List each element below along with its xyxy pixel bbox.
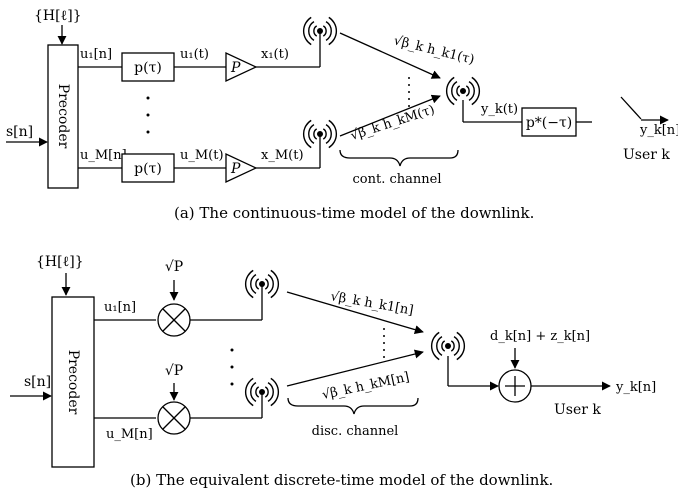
ykt-label: y_k(t) <box>480 102 518 117</box>
u1t-label-top: u₁(t) <box>180 47 209 62</box>
xMt-label: x_M(t) <box>261 148 304 163</box>
user-label-top: User k <box>623 147 670 163</box>
channel-brace-label-top: cont. channel <box>353 172 442 187</box>
noise-label: d_k[n] + z_k[n] <box>490 329 590 344</box>
channel-brace-top <box>339 149 459 167</box>
uMn-label-bottom: u_M[n] <box>106 427 153 442</box>
amplifier-1-label: P <box>230 60 241 76</box>
pulse-filter-M-label: p(τ) <box>134 161 162 177</box>
amplifier-M-label: P <box>230 161 241 177</box>
ykn-label-bottom: y_k[n] <box>615 380 656 395</box>
channel-input-label-top: {H[ℓ]} <box>34 8 82 24</box>
channel-dots-bottom <box>383 328 385 358</box>
receiver-antenna-top-icon <box>445 76 481 106</box>
channel-path-1-top <box>339 32 441 79</box>
uMt-label-top: u_M(t) <box>180 148 224 163</box>
ellipsis-dots-bottom <box>230 348 234 386</box>
channel-brace-label-bottom: disc. channel <box>312 424 399 439</box>
precoder-block-bottom <box>51 296 95 468</box>
antenna-M-bottom-icon <box>244 377 280 407</box>
u1n-label-bottom: u₁[n] <box>104 300 136 315</box>
channel-gain-M-top: √β_k h_kM(τ) <box>349 102 437 143</box>
pulse-shaping-filter-M <box>121 153 175 183</box>
pulse-filter-1-label: p(τ) <box>134 60 162 76</box>
antenna-1-bottom-icon <box>244 269 280 299</box>
ellipsis-dots-top <box>146 96 150 134</box>
channel-path-1-bottom <box>286 291 424 335</box>
precoder-label-bottom: Precoder <box>65 350 81 415</box>
continuous-time-model: {H[ℓ]} s[n] Precoder u₁[n] p(τ) u₁(t) P … <box>6 8 678 222</box>
adder <box>498 369 532 403</box>
matched-filter <box>521 107 577 137</box>
antenna-M-top-icon <box>302 119 338 149</box>
channel-input-label-bottom: {H[ℓ]} <box>36 254 84 270</box>
multiplier-1 <box>157 303 191 337</box>
sampler-switch <box>620 96 642 120</box>
signal-input-label-top: s[n] <box>6 124 33 140</box>
caption-b: (b) The equivalent discrete-time model o… <box>130 471 553 489</box>
matched-filter-label: p*(−τ) <box>526 115 572 131</box>
pulse-shaping-filter-1 <box>121 52 175 82</box>
antenna-1-top-icon <box>302 16 338 46</box>
user-label-bottom: User k <box>554 402 601 418</box>
receiver-antenna-bottom-icon <box>430 331 466 361</box>
channel-path-M-bottom <box>286 349 424 387</box>
ykn-label-top: y_k[n] <box>639 123 678 138</box>
multiplier-M <box>157 401 191 435</box>
channel-path-M-top <box>339 94 441 137</box>
sqrtP-label-M: √P <box>165 363 183 379</box>
discrete-time-model: {H[ℓ]} s[n] Precoder u₁[n] √P u_M[n] √P <box>10 254 656 489</box>
precoder-block-top <box>47 44 79 189</box>
signal-input-label-bottom: s[n] <box>24 374 51 390</box>
x1t-label: x₁(t) <box>261 47 289 62</box>
amplifier-1 <box>225 51 258 83</box>
sqrtP-label-1: √P <box>165 259 183 275</box>
channel-brace-bottom <box>287 397 419 415</box>
precoder-label-top: Precoder <box>55 84 71 149</box>
channel-gain-1-bottom: √β_k h_k1[n] <box>329 289 414 318</box>
u1n-label-top: u₁[n] <box>80 47 112 62</box>
caption-a: (a) The continuous-time model of the dow… <box>174 204 534 222</box>
amplifier-M <box>225 152 258 184</box>
uMn-label-top: u_M[n] <box>80 148 127 163</box>
channel-dots-top <box>408 77 410 107</box>
